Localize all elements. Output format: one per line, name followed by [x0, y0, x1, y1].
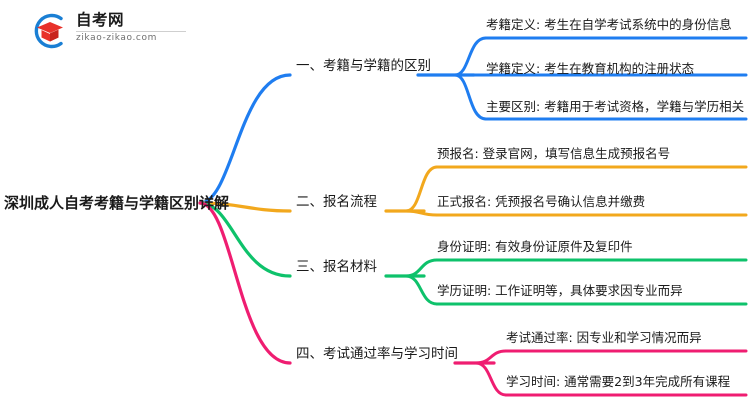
logo-title: 自考网	[76, 11, 125, 29]
connector-root-branch-3	[198, 201, 292, 278]
connector-root-branch-1	[198, 73, 292, 205]
leaf-node-1-1[interactable]: 考籍定义: 考生在自学考试系统中的身份信息	[486, 17, 732, 32]
connector-branch-1-leaf-1	[453, 36, 488, 77]
connector-branch-1-leaf-3	[453, 73, 488, 121]
logo-divider	[76, 31, 186, 32]
connector-branch-2-leaf-1	[404, 165, 439, 213]
graduation-cap-icon	[34, 13, 63, 49]
site-logo: 自考网 zikao-zikao.com	[30, 10, 190, 52]
connector-root-branch-4	[198, 201, 292, 365]
leaf-node-1-3[interactable]: 主要区别: 考籍用于考试资格，学籍与学历相关	[486, 99, 745, 114]
leaf-node-2-1[interactable]: 预报名: 登录官网，填写信息生成预报名号	[437, 146, 671, 161]
branch-node-1[interactable]: 一、考籍与学籍的区别	[296, 58, 431, 74]
branch-node-4[interactable]: 四、考试通过率与学习时间	[296, 346, 458, 362]
connector-branch-4-leaf-1	[474, 349, 508, 365]
leaf-node-4-1[interactable]: 考试通过率: 因专业和学习情况而异	[506, 330, 702, 345]
connector-branch-4-leaf-2	[474, 361, 508, 397]
connector-branch-3-leaf-2	[404, 274, 439, 306]
connector-branch-3-leaf-1	[404, 258, 439, 278]
logo-wordmark: 自考网 zikao-zikao.com	[76, 11, 188, 44]
connector-branch-2-leaf-2	[404, 209, 439, 217]
leaf-node-3-2[interactable]: 学历证明: 工作证明等，具体要求因专业而异	[437, 283, 683, 298]
leaf-node-2-2[interactable]: 正式报名: 凭预报名号确认信息并缴费	[437, 194, 646, 209]
branch-node-3[interactable]: 三、报名材料	[296, 259, 377, 275]
logo-subtitle: zikao-zikao.com	[76, 33, 157, 43]
connector-root-branch-2	[198, 201, 292, 213]
leaf-node-3-1[interactable]: 身份证明: 有效身份证原件及复印件	[437, 239, 633, 254]
leaf-node-1-2[interactable]: 学籍定义: 考生在教育机构的注册状态	[486, 61, 695, 76]
root-node[interactable]: 深圳成人自考考籍与学籍区别详解	[4, 194, 230, 212]
leaf-node-4-2[interactable]: 学习时间: 通常需要2到3年完成所有课程	[506, 374, 731, 389]
branch-node-2[interactable]: 二、报名流程	[296, 194, 377, 210]
